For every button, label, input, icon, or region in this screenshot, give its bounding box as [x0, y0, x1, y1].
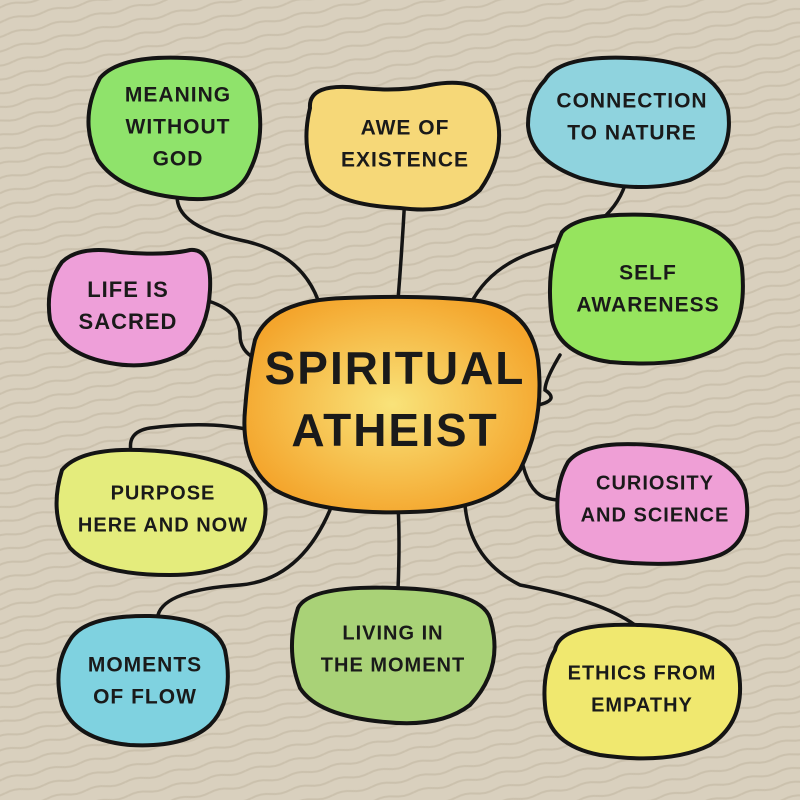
center-label: SPIRITUAL ATHEIST — [265, 342, 526, 456]
node-label-line: AND SCIENCE — [581, 504, 730, 526]
link-connection-to-nature — [468, 183, 627, 307]
blob-shape — [547, 212, 745, 366]
blob-shape — [56, 613, 230, 748]
node-label-line: MOMENTS — [88, 654, 202, 677]
node-label: CURIOSITY AND SCIENCE — [581, 472, 730, 526]
node-ethics-from-empathy: ETHICS FROM EMPATHY — [542, 622, 743, 761]
center-label-line: ATHEIST — [291, 404, 498, 456]
blob-shape — [304, 80, 502, 212]
blob-shape — [555, 442, 750, 566]
node-label: SELF AWARENESS — [576, 262, 719, 317]
node-label: MOMENTS OF FLOW — [88, 654, 202, 709]
node-label-line: LIVING IN — [342, 622, 443, 644]
node-label-line: WITHOUT — [126, 116, 231, 139]
node-purpose-here-and-now: PURPOSE HERE AND NOW — [54, 447, 268, 577]
node-label-line: THE MOMENT — [321, 654, 465, 676]
node-label: LIFE IS SACRED — [79, 277, 178, 334]
blob-shape — [54, 447, 268, 577]
node-label-line: CONNECTION — [556, 90, 707, 113]
node-label: CONNECTION TO NATURE — [556, 90, 707, 145]
node-label-line: SACRED — [79, 309, 178, 334]
connector-lines — [128, 183, 637, 627]
node-label-line: OF FLOW — [93, 686, 197, 709]
center-node: SPIRITUAL ATHEIST — [242, 294, 542, 515]
link-life-is-sacred — [203, 298, 260, 362]
node-label: AWE OF EXISTENCE — [341, 117, 469, 172]
center-label-line: SPIRITUAL — [265, 342, 526, 394]
blob-shape — [526, 55, 731, 190]
node-label-line: MEANING — [125, 84, 231, 107]
node-label-line: TO NATURE — [567, 122, 697, 145]
link-living-in-the-moment — [396, 503, 401, 592]
link-meaning-without-god — [175, 188, 320, 302]
node-life-is-sacred: LIFE IS SACRED — [46, 247, 213, 368]
node-label-line: EMPATHY — [591, 694, 693, 716]
node-label-line: LIFE IS — [87, 277, 169, 302]
node-label-line: HERE AND NOW — [78, 514, 248, 536]
node-label-line: ETHICS FROM — [568, 662, 717, 684]
blob-shape — [46, 247, 213, 368]
node-label: ETHICS FROM EMPATHY — [568, 662, 717, 716]
node-label-line: CURIOSITY — [596, 472, 714, 494]
node-label-line: GOD — [153, 148, 204, 171]
center-blob — [242, 294, 542, 515]
node-connection-to-nature: CONNECTION TO NATURE — [526, 55, 731, 190]
node-label: LIVING IN THE MOMENT — [321, 622, 465, 676]
link-curiosity-and-science — [518, 448, 564, 502]
blob-shape — [542, 622, 743, 761]
link-purpose-here-and-now — [128, 423, 260, 457]
node-label-line: SELF — [619, 262, 677, 285]
node-label-line: PURPOSE — [111, 482, 216, 504]
link-self-awareness — [536, 353, 562, 407]
node-self-awareness: SELF AWARENESS — [547, 212, 745, 366]
link-moments-of-flow — [156, 508, 332, 617]
node-awe-of-existence: AWE OF EXISTENCE — [304, 80, 502, 212]
node-meaning-without-god: MEANING WITHOUT GOD — [86, 55, 263, 202]
node-label-line: EXISTENCE — [341, 149, 469, 172]
node-label-line: AWE OF — [361, 117, 450, 140]
blob-shape — [86, 55, 263, 202]
node-living-in-the-moment: LIVING IN THE MOMENT — [290, 585, 497, 726]
node-moments-of-flow: MOMENTS OF FLOW — [56, 613, 230, 748]
blob-shape — [290, 585, 497, 726]
node-curiosity-and-science: CURIOSITY AND SCIENCE — [555, 442, 750, 566]
node-label-line: AWARENESS — [576, 294, 719, 317]
node-label: MEANING WITHOUT GOD — [125, 84, 231, 171]
link-ethics-from-empathy — [463, 503, 637, 627]
node-label: PURPOSE HERE AND NOW — [78, 482, 248, 536]
